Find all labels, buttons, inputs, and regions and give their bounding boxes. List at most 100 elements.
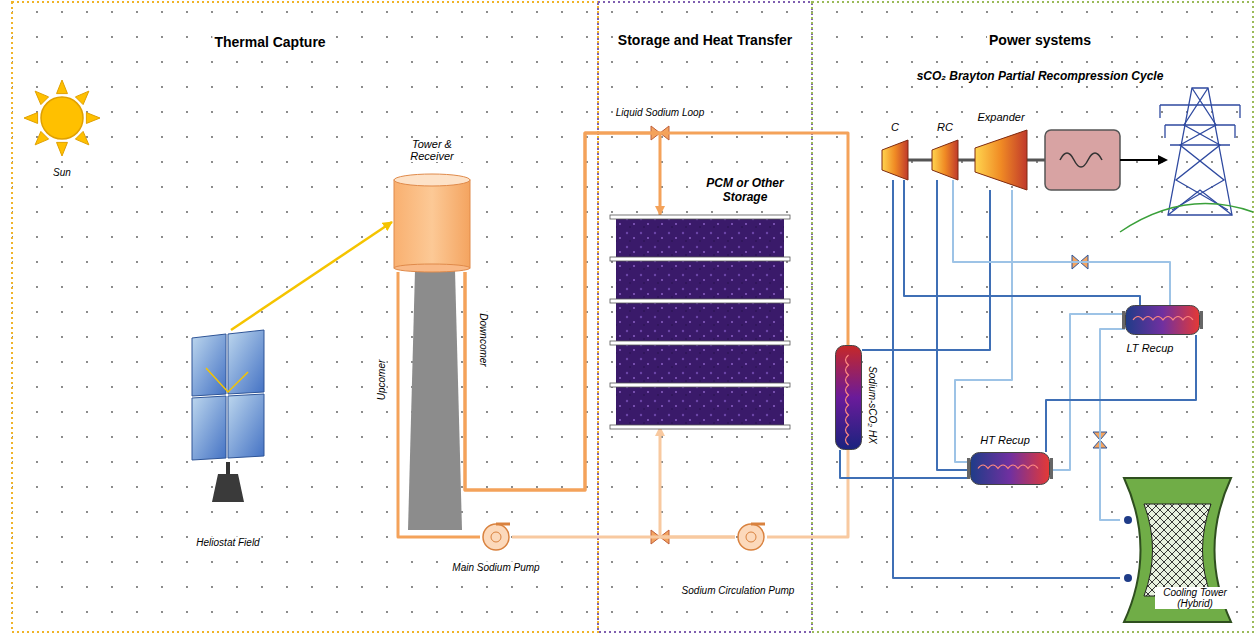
rect-part xyxy=(1200,311,1203,329)
rect-part xyxy=(971,453,1050,485)
component-label: Main Sodium Pump xyxy=(450,562,541,573)
flow-connector xyxy=(904,180,1140,305)
heat-exchanger: Sodium-sCO₂ HX xyxy=(835,345,862,450)
path-part xyxy=(751,523,765,526)
flow-label: Downcomer xyxy=(478,311,489,368)
compressor-symbol: RC xyxy=(932,140,958,180)
component-label: HT Recup xyxy=(978,434,1032,446)
rect-part xyxy=(610,383,790,387)
compressor-symbol-shape xyxy=(882,140,908,180)
circle-part xyxy=(746,532,756,542)
flow-connector xyxy=(893,180,1120,578)
rect-part xyxy=(1045,130,1120,190)
recuperator-shape xyxy=(970,452,1050,485)
dot-grid xyxy=(12,2,1253,632)
ellipse-part xyxy=(394,174,470,186)
path-part xyxy=(1160,105,1240,145)
flow-label: Upcomer xyxy=(376,358,387,403)
generator xyxy=(1045,130,1168,190)
recuperator: HT Recup xyxy=(970,452,1050,485)
polygon-part xyxy=(57,80,68,94)
polygon-part xyxy=(24,113,38,124)
flow-connector xyxy=(398,272,480,537)
component-label: C xyxy=(889,121,901,133)
path-part xyxy=(1144,504,1211,596)
rect-part xyxy=(610,257,790,261)
heliostat-pedestal xyxy=(212,462,244,502)
flow-connector xyxy=(955,190,1012,462)
polygon-part xyxy=(57,142,68,156)
line-part xyxy=(908,159,932,162)
circle-part xyxy=(483,524,509,550)
path-part xyxy=(1160,105,1240,138)
flow-label: Liquid Sodium Loop xyxy=(614,107,706,118)
co2-valve xyxy=(1072,255,1107,448)
grid-line xyxy=(1120,204,1253,232)
polygon-part xyxy=(75,131,88,144)
region-panel: Storage and Heat TransferPCM or Other St… xyxy=(598,2,812,632)
flow-connector xyxy=(660,427,735,537)
polygon-part xyxy=(75,91,88,104)
ellipse-part xyxy=(394,264,470,272)
sun-icon: Sun xyxy=(22,78,102,158)
region-border xyxy=(12,2,598,632)
tower-shaft xyxy=(408,270,462,530)
pump-symbol: Sodium Circulation Pump xyxy=(735,522,767,552)
rect-part xyxy=(1050,458,1053,479)
heliostat-mirror: Heliostat Field xyxy=(188,330,268,462)
path-part xyxy=(846,355,849,445)
rect-part xyxy=(394,180,470,268)
storage-stack: PCM or Other Storage xyxy=(610,215,790,427)
rect-part xyxy=(610,341,790,345)
path-part xyxy=(1133,317,1193,321)
flow-connector xyxy=(465,133,848,490)
path-part xyxy=(1060,153,1102,167)
polygon-part xyxy=(192,334,226,396)
polygon-part xyxy=(1158,155,1168,165)
receiver-tank: Tower & Receiver xyxy=(392,172,472,272)
circle-part xyxy=(738,524,764,550)
component-label: LT Recup xyxy=(1125,342,1176,354)
compressor-symbol: C xyxy=(882,140,908,180)
polygon-part xyxy=(35,91,48,104)
region-title: Power systems xyxy=(987,32,1093,48)
rect-part xyxy=(967,458,970,479)
cycle-subtitle: sCO₂ Brayton Partial Recompression Cycle xyxy=(915,69,1166,83)
component-label: Expander xyxy=(975,111,1026,123)
rect-part xyxy=(616,219,784,257)
rect-part xyxy=(616,261,784,299)
polygon-part xyxy=(192,396,226,460)
polygon-part xyxy=(228,394,264,458)
turbine-symbol-shape xyxy=(975,130,1027,190)
polygon-part xyxy=(35,131,48,144)
component-label: RC xyxy=(935,121,955,133)
line-part xyxy=(226,462,230,474)
circle-part xyxy=(491,532,501,542)
circle-part xyxy=(1124,574,1132,582)
rect-part xyxy=(1126,306,1200,335)
component-label: Sodium Circulation Pump xyxy=(680,585,797,596)
pump-symbol-shape xyxy=(735,522,767,552)
region-panel: Thermal CaptureSunTower & ReceiverHelios… xyxy=(12,2,598,632)
flow-connector xyxy=(231,222,392,330)
region-title: Thermal Capture xyxy=(212,34,327,50)
circle-part xyxy=(1124,516,1132,524)
rect-part xyxy=(610,215,790,219)
path-part xyxy=(1172,88,1228,210)
polygon-part xyxy=(228,330,264,394)
flow-connector xyxy=(1100,329,1125,520)
path-part xyxy=(1168,190,1232,215)
flow-connector xyxy=(937,180,970,470)
sun-icon-shape xyxy=(22,78,102,158)
polygon-part xyxy=(882,140,908,180)
turbine-symbol: Expander xyxy=(975,130,1027,190)
path-part xyxy=(978,465,1038,469)
flow-connector xyxy=(862,190,990,350)
rect-part xyxy=(610,299,790,303)
component-label: Cooling Tower (Hybrid) xyxy=(1155,587,1235,609)
storage-stack-shape xyxy=(610,215,790,427)
region-border xyxy=(812,2,1253,632)
region-panel: Power systems sCO₂ Brayton Partial Recomp… xyxy=(812,2,1253,632)
flow-connector xyxy=(512,536,735,539)
heat-exchanger-shape xyxy=(835,345,862,450)
